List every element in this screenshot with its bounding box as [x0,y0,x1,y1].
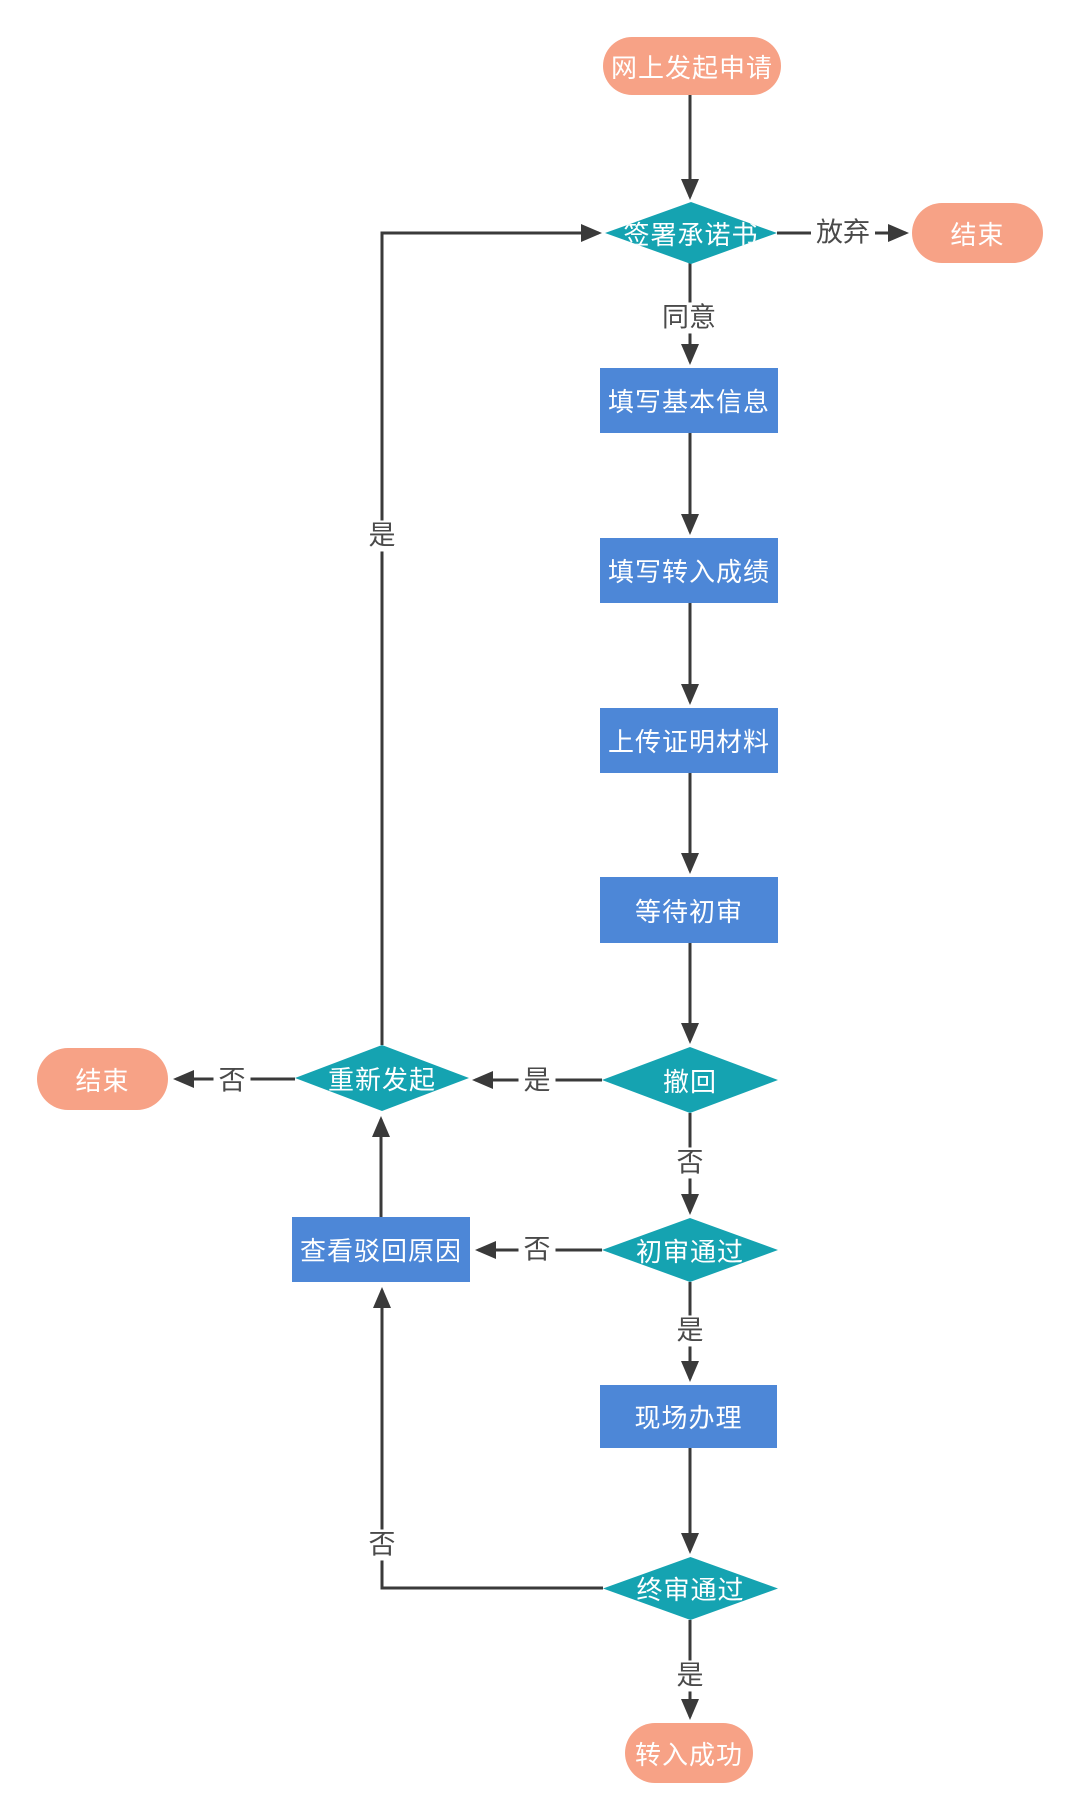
node-wait-initial-review-process: 等待初审 [600,877,778,943]
edge-label-yes-reinitiate-to-sign: 是 [363,520,401,552]
node-upload-materials-process: 上传证明材料 [600,708,778,773]
node-start-terminal: 网上发起申请 [603,37,781,95]
node-transfer-success-terminal: 转入成功 [625,1723,753,1783]
node-fill-basic-info-process: 填写基本信息 [600,368,778,433]
edge-label-no-withdraw: 否 [671,1147,709,1179]
edge-label-no-reinitiate: 否 [213,1065,251,1097]
edge-label-no-final-review: 否 [363,1529,401,1561]
node-end-right-terminal: 结束 [912,203,1043,263]
edge-label-yes-withdraw: 是 [518,1065,556,1097]
edge-label-yes-final-review: 是 [671,1660,709,1692]
node-onsite-processing-process: 现场办理 [600,1385,777,1448]
edge-final-review-to-view-reason-loop [373,1287,603,1590]
node-view-rejection-reason-process: 查看驳回原因 [292,1217,470,1282]
edge-label-abandon: 放弃 [811,217,875,249]
edge-reinitiate-to-sign-loop [380,224,602,1045]
edge-label-no-initial-review: 否 [518,1234,556,1266]
edge-label-agree: 同意 [657,302,721,334]
edge-label-yes-initial-review: 是 [671,1315,709,1347]
node-fill-transfer-scores-process: 填写转入成绩 [600,538,778,603]
node-end-left-terminal: 结束 [37,1048,168,1110]
